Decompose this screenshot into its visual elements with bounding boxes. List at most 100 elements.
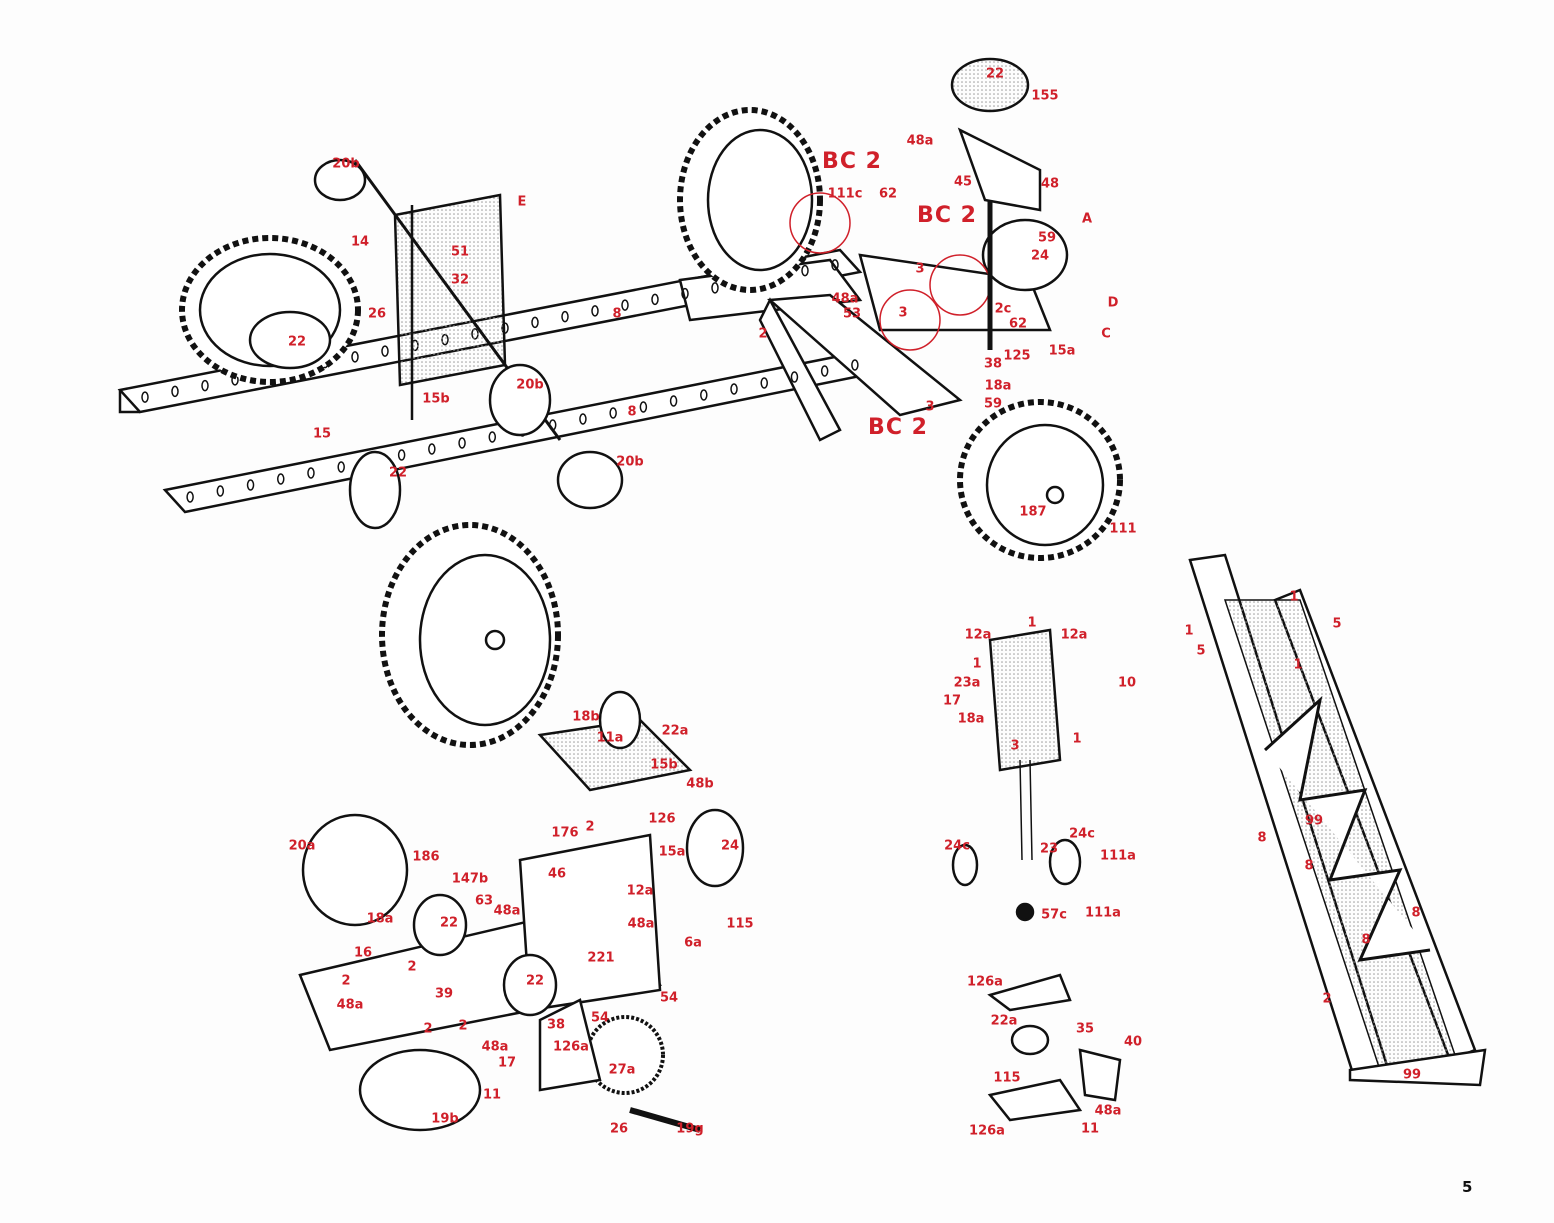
part-number-label: 35 [1075,1021,1095,1037]
part-number-label: 45 [953,174,973,190]
part-number-label: 48a [906,133,934,149]
part-number-label: 22 [287,334,307,350]
part-number-label: 32 [450,272,470,288]
part-number-label: 57c [1041,907,1067,923]
part-number-label: 12a [1060,627,1088,643]
part-number-label: 19b [431,1111,459,1127]
part-number-label: 23 [1039,841,1059,857]
part-number-label: D [1107,295,1119,311]
part-number-label: 39 [434,986,454,1002]
part-number-label: 3 [925,399,935,415]
part-number-label: 1 [1293,657,1303,673]
girder-hole [790,371,799,383]
part-number-label: 48a [627,916,655,932]
girder-hole [831,259,839,271]
part-number-label: 126 [648,811,676,827]
part-number-label: 2 [458,1018,468,1034]
part-number-label: 18a [957,711,985,727]
part-number-label: 12a [964,627,992,643]
girder-hole [381,345,389,357]
girder-hole [186,491,194,503]
part-number-label: 27a [608,1062,636,1078]
part-number-label: 24 [720,838,740,854]
part-number-label: 5 [1332,616,1342,632]
part-number-label: 2 [758,326,768,342]
part-number-label: 17 [497,1055,517,1071]
part-number-label: 38 [546,1017,566,1033]
part-number-label: 54 [590,1010,610,1026]
part-number-label: 24c [1069,826,1095,842]
part-number-label: 8 [1361,932,1371,948]
girder-hole [609,407,617,419]
part-number-label: 48a [493,903,521,919]
girder-hole [216,485,225,497]
part-number-label: 15b [650,757,678,773]
girder-hole [397,449,406,461]
bc2-callout: BC 2 [868,415,928,440]
girder-hole [651,293,659,306]
girder-hole [488,431,497,443]
part-number-label: 63 [474,893,494,909]
part-number-label: 8 [612,306,622,322]
part-number-label: 99 [1304,813,1324,829]
part-number-label: 22 [439,915,459,931]
girder-hole [760,377,768,389]
part-number-label: 48b [686,776,714,792]
part-number-label: 15 [312,426,332,442]
part-number-label: 24 [1030,248,1050,264]
part-number-label: 22 [525,973,545,989]
part-number-label: 6a [684,935,702,951]
hook-block-assembly [951,628,1122,1122]
part-number-label: 8 [1304,858,1314,874]
part-number-label: 23a [953,675,981,691]
part-number-label: 2 [1322,991,1332,1007]
girder-hole [669,395,678,407]
girder-hole [591,305,599,317]
girder-hole [201,379,209,392]
part-number-label: 26 [367,306,387,322]
part-number-label: 20b [516,377,544,393]
part-number-label: 54 [659,990,679,1006]
part-number-label: 176 [551,825,579,841]
girder-hole [681,287,689,300]
part-number-label: 24c [944,838,970,854]
girder-hole [428,443,436,455]
part-number-label: 12a [626,883,654,899]
part-number-label: 2 [423,1021,433,1037]
part-number-label: 53 [842,306,862,322]
girder-hole [458,437,466,449]
part-number-label: 18b [572,709,600,725]
part-number-label: 126a [969,1123,1005,1139]
part-number-label: 20a [288,838,316,854]
page-number: 5 [1462,1178,1473,1196]
part-number-label: 3 [898,305,908,321]
girder-hole [851,359,859,371]
wheels [179,57,1123,748]
part-number-label: A [1081,211,1093,227]
girder-hole [561,310,569,323]
girder-hole [820,365,829,377]
part-number-label: 51 [450,244,470,260]
bc2-callout: BC 2 [822,149,882,174]
part-number-label: 59 [1037,230,1057,246]
part-number-label: 99 [1402,1067,1422,1083]
part-number-label: 20b [332,156,360,172]
girder-hole [700,389,708,401]
part-number-label: 8 [1411,905,1421,921]
part-number-label: 15a [658,844,686,860]
part-number-label: 1 [1072,731,1082,747]
girder-hole [711,282,719,294]
girder-hole [277,473,285,485]
part-number-label: 187 [1019,504,1047,520]
part-number-label: 59 [983,396,1003,412]
girder-hole [621,299,629,311]
part-number-label: 62 [1008,316,1028,332]
girder-hole [639,401,648,413]
part-number-label: 11 [1080,1121,1100,1137]
part-number-label: 16 [353,945,373,961]
part-number-label: 62 [878,186,898,202]
part-number-label: 14 [350,234,370,250]
part-number-label: 2c [994,301,1012,317]
part-number-label: 11a [596,730,624,746]
